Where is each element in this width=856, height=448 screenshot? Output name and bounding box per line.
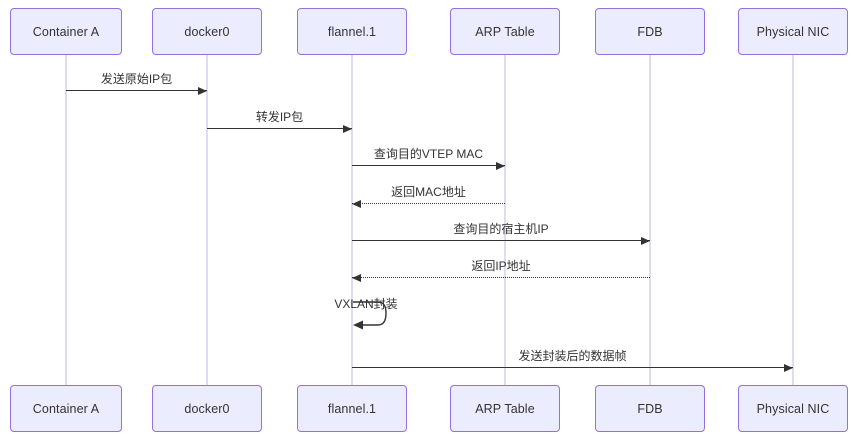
message-arrowhead-4 [352, 199, 361, 208]
message-label-6: 返回IP地址 [471, 259, 531, 273]
participant-label: Physical NIC [756, 401, 830, 416]
participant-label: FDB [637, 24, 663, 39]
participant-label: Container A [32, 24, 100, 39]
message-label-8: 发送封装后的数据帧 [518, 349, 627, 363]
message-arrowhead-2 [343, 124, 352, 133]
participant-label: flannel.1 [327, 24, 377, 39]
message-arrowhead-8 [784, 363, 793, 372]
participant-container-a-top[interactable]: Container A [10, 8, 122, 55]
participant-label: ARP Table [475, 24, 535, 39]
participant-arp-table-top[interactable]: ARP Table [450, 8, 560, 55]
message-selfloop-7 [353, 301, 387, 330]
participant-label: Container A [32, 401, 100, 416]
participant-fdb-top[interactable]: FDB [595, 8, 705, 55]
participant-label: flannel.1 [327, 401, 377, 416]
participant-label: FDB [637, 401, 663, 416]
participant-physical-nic-bottom[interactable]: Physical NIC [738, 385, 848, 432]
lifeline-fdb [649, 55, 651, 385]
message-label-7: VXLAN封装 [334, 297, 398, 311]
lifeline-flannel1 [351, 55, 353, 385]
message-label-3: 查询目的VTEP MAC [373, 147, 484, 161]
participant-flannel1-bottom[interactable]: flannel.1 [297, 385, 407, 432]
message-label-4: 返回MAC地址 [391, 185, 466, 199]
message-line-2 [207, 128, 352, 129]
participant-label: docker0 [184, 24, 230, 39]
message-arrowhead-5 [641, 236, 650, 245]
participant-docker0-top[interactable]: docker0 [152, 8, 262, 55]
lifeline-docker0 [206, 55, 208, 385]
lifeline-physical-nic [792, 55, 794, 385]
message-label-2: 转发IP包 [255, 110, 304, 124]
message-label-5: 查询目的宿主机IP [453, 222, 549, 236]
message-line-6 [352, 277, 650, 278]
message-line-4 [352, 203, 505, 204]
lifeline-container-a [65, 55, 67, 385]
participant-fdb-bottom[interactable]: FDB [595, 385, 705, 432]
message-arrowhead-3 [496, 161, 505, 170]
participant-flannel1-top[interactable]: flannel.1 [297, 8, 407, 55]
participant-container-a-bottom[interactable]: Container A [10, 385, 122, 432]
participant-label: docker0 [184, 401, 230, 416]
message-line-3 [352, 165, 505, 166]
message-label-1: 发送原始IP包 [100, 72, 173, 86]
message-arrowhead-6 [352, 273, 361, 282]
lifeline-arp-table [504, 55, 506, 385]
participant-arp-table-bottom[interactable]: ARP Table [450, 385, 560, 432]
participant-label: ARP Table [475, 401, 535, 416]
participant-docker0-bottom[interactable]: docker0 [152, 385, 262, 432]
message-line-1 [66, 90, 207, 91]
participant-label: Physical NIC [756, 24, 830, 39]
message-line-5 [352, 240, 650, 241]
message-line-8 [352, 367, 793, 368]
participant-physical-nic-top[interactable]: Physical NIC [738, 8, 848, 55]
message-arrowhead-1 [198, 86, 207, 95]
